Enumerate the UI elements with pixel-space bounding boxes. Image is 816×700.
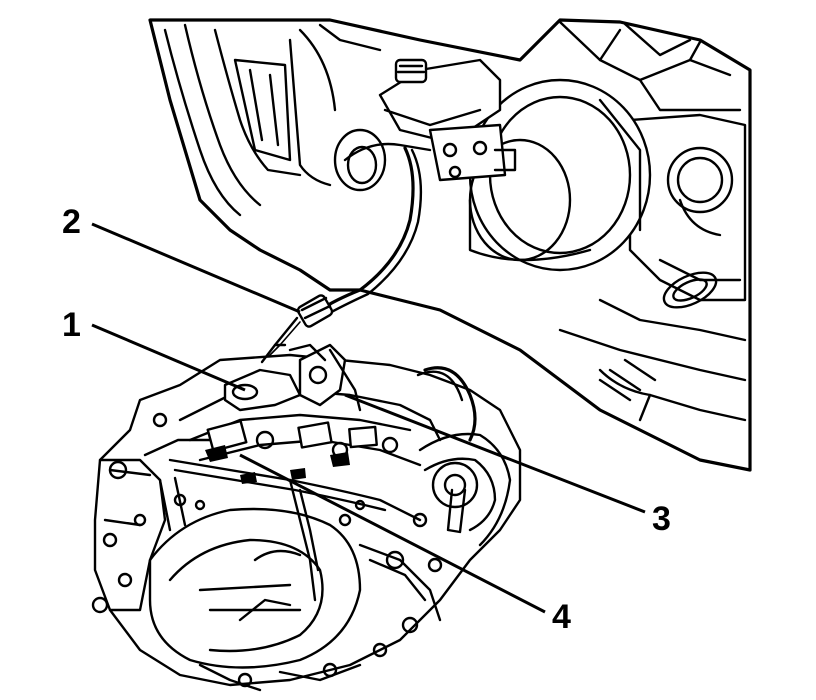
brake-line-hole xyxy=(333,128,432,192)
callout-leaders xyxy=(91,222,646,614)
transaxle-assembly xyxy=(91,343,522,692)
leader-line-3 xyxy=(344,393,646,514)
callout-label-4: 4 xyxy=(552,598,571,636)
callout-label-2: 2 xyxy=(62,203,81,241)
callout-label-3: 3 xyxy=(652,500,671,538)
vehicle-body-underside xyxy=(148,18,752,472)
leader-line-2 xyxy=(91,222,301,314)
leader-line-4 xyxy=(239,453,546,614)
master-cylinder-reservoir xyxy=(378,58,517,182)
callout-label-1: 1 xyxy=(62,306,81,344)
shift-cable xyxy=(264,146,423,361)
leader-line-1 xyxy=(91,323,246,392)
callout-labels: 1 2 3 4 xyxy=(62,203,671,636)
